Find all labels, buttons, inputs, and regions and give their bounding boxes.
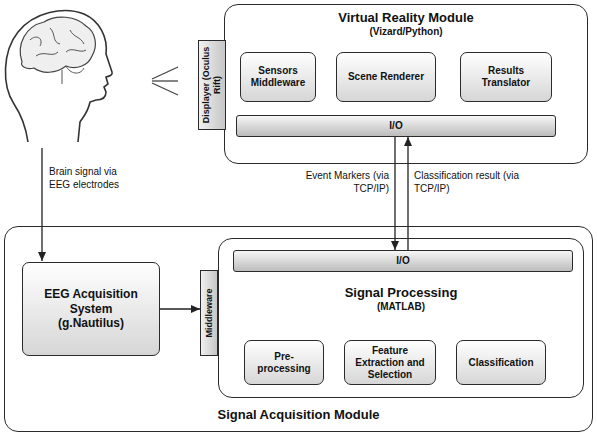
- node-title: I/O: [389, 120, 402, 132]
- node-title: Scene Renderer: [348, 71, 424, 83]
- signal-label: Brain signal via EEG electrodes: [49, 166, 129, 191]
- connector-arrow: [394, 137, 395, 250]
- node-title: Displayer (Oculus Rift): [201, 43, 223, 127]
- signal-arrow: [41, 148, 42, 261]
- process-box: Sensors Middleware: [240, 52, 316, 102]
- process-box: Feature Extraction and Selection: [344, 340, 436, 385]
- process-box: EEG Acquisition System(g.Nautilus): [22, 262, 160, 356]
- head-icon: [5, 11, 112, 142]
- middleware-bar: Middleware: [200, 270, 218, 356]
- node-title: Middleware: [204, 273, 215, 353]
- node-subtitle: (Vizard/Python): [225, 26, 587, 38]
- module-box: Virtual Reality Module(Vizard/Python) Sen…: [224, 4, 588, 164]
- process-box: Classification: [456, 340, 546, 385]
- node-title: Classification: [468, 357, 533, 369]
- connector-arrow: [407, 137, 408, 250]
- node-title: Feature Extraction and Selection: [348, 345, 432, 381]
- edge-label: Event Markers (via TCP/IP): [289, 170, 389, 195]
- node-title: I/O: [396, 255, 409, 267]
- view-lines: [152, 67, 178, 95]
- node-title: Results Translator: [464, 65, 548, 89]
- node-title: Pre-processing: [248, 351, 320, 375]
- node-title: Signal Processing: [219, 285, 583, 301]
- process-box: Results Translator: [460, 52, 552, 102]
- module-box: Signal Processing(MATLAB) I/O Pre-processi…: [218, 238, 584, 398]
- module-box: Signal Acquisition Module EEG Acquisition…: [4, 226, 593, 432]
- process-box: Scene Renderer: [336, 52, 436, 102]
- process-box: Pre-processing: [244, 340, 324, 385]
- node-title: Signal Acquisition Module: [5, 407, 592, 423]
- node-title: EEG Acquisition System: [26, 287, 156, 316]
- node-subtitle: (g.Nautilus): [58, 316, 124, 330]
- connector-arrow: [160, 308, 200, 309]
- io-bar: I/O: [236, 115, 556, 137]
- io-bar: I/O: [233, 250, 573, 272]
- edge-label: Classification result (via TCP/IP): [414, 170, 534, 195]
- node-title: Sensors Middleware: [244, 65, 312, 89]
- node-subtitle: (MATLAB): [219, 301, 583, 313]
- node-title: Virtual Reality Module: [225, 10, 587, 26]
- display-bar: Displayer (Oculus Rift): [198, 40, 226, 130]
